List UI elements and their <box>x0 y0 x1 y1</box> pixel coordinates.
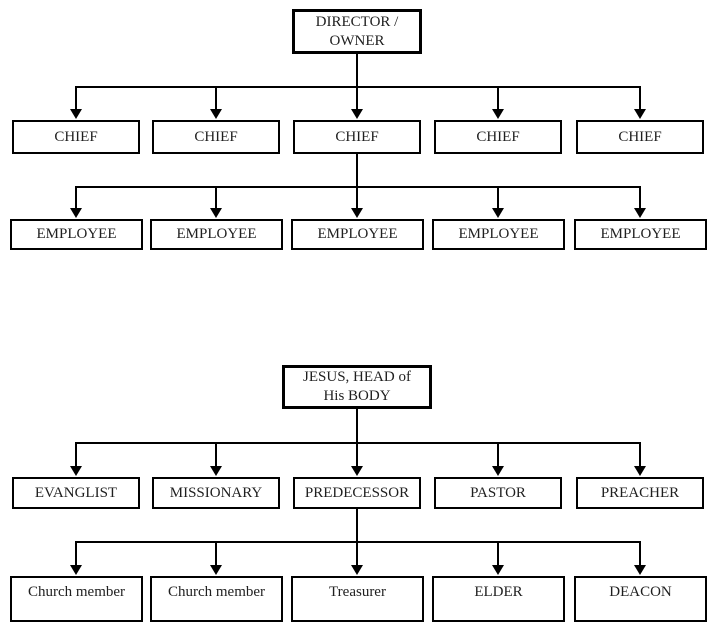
arrowhead-down-icon <box>210 466 222 476</box>
org1-chief-box-3: CHIEF <box>293 120 421 154</box>
arrowhead-down-icon <box>210 208 222 218</box>
org2-ministry-box-3: PREDECESSOR <box>293 477 421 509</box>
org2-ministry-box-2: MISSIONARY <box>152 477 280 509</box>
org1-employee-label-1: EMPLOYEE <box>36 226 117 243</box>
arrowhead-down-icon <box>492 466 504 476</box>
org2-member-box-2: Church member <box>150 576 283 622</box>
org1-tier2-drop-1 <box>75 186 77 208</box>
org1-chief-box-2: CHIEF <box>152 120 280 154</box>
arrowhead-down-icon <box>634 109 646 119</box>
org1-tier1-drop-3 <box>356 86 358 109</box>
org2-ministry-label-1: EVANGLIST <box>34 484 118 501</box>
org1-chief-box-5: CHIEF <box>576 120 704 154</box>
org1-employee-label-3: EMPLOYEE <box>317 226 398 243</box>
org2-member-label-1: Church member <box>27 584 126 600</box>
org2-member-label-4: ELDER <box>474 584 523 600</box>
org1-employee-box-1: EMPLOYEE <box>10 219 143 250</box>
arrowhead-down-icon <box>351 565 363 575</box>
org1-tier2-drop-3 <box>356 186 358 208</box>
arrowhead-down-icon <box>210 565 222 575</box>
arrowhead-down-icon <box>492 208 504 218</box>
org1-chief-label-4: CHIEF <box>476 128 520 145</box>
arrowhead-down-icon <box>351 109 363 119</box>
org1-tier2-drop-5 <box>639 186 641 208</box>
org2-tier2-stem <box>356 509 358 543</box>
org2-root-label-line2: His BODY <box>323 388 391 404</box>
org1-tier1-drop-5 <box>639 86 641 109</box>
arrowhead-down-icon <box>70 466 82 476</box>
org2-tier1-drop-2 <box>215 442 217 466</box>
org2-tier1-drop-1 <box>75 442 77 466</box>
org1-employee-label-2: EMPLOYEE <box>176 226 257 243</box>
org2-member-box-4: ELDER <box>432 576 565 622</box>
org2-ministry-label-5: PREACHER <box>600 484 680 501</box>
org1-root-label-line2: OWNER <box>329 32 385 49</box>
arrowhead-down-icon <box>351 466 363 476</box>
org2-tier1-stem <box>356 409 358 444</box>
org2-member-label-3: Treasurer <box>329 584 386 600</box>
org2-member-box-1: Church member <box>10 576 143 622</box>
org2-root-label-line1: JESUS, HEAD of <box>303 369 411 386</box>
org2-tier2-rail <box>75 541 641 543</box>
org2-ministry-box-5: PREACHER <box>576 477 704 509</box>
org2-ministry-box-1: EVANGLIST <box>12 477 140 509</box>
org1-tier1-drop-4 <box>497 86 499 109</box>
org1-employee-box-2: EMPLOYEE <box>150 219 283 250</box>
arrowhead-down-icon <box>634 466 646 476</box>
org2-root-box: JESUS, HEAD of His BODY <box>282 365 432 409</box>
org1-chief-label-1: CHIEF <box>54 128 98 145</box>
org1-employee-label-5: EMPLOYEE <box>600 226 681 243</box>
org2-tier2-drop-1 <box>75 541 77 565</box>
org2-tier2-drop-5 <box>639 541 641 565</box>
arrowhead-down-icon <box>492 109 504 119</box>
arrowhead-down-icon <box>634 208 646 218</box>
org2-tier1-drop-3 <box>356 442 358 466</box>
org2-tier1-drop-4 <box>497 442 499 466</box>
org2-ministry-label-2: MISSIONARY <box>169 484 263 501</box>
org2-ministry-box-4: PASTOR <box>434 477 562 509</box>
org2-member-box-5: DEACON <box>574 576 707 622</box>
org1-tier2-drop-4 <box>497 186 499 208</box>
org2-ministry-label-3: PREDECESSOR <box>304 484 410 501</box>
org1-tier1-rail <box>75 86 641 88</box>
org1-tier1-stem <box>356 54 358 88</box>
org2-tier1-drop-5 <box>639 442 641 466</box>
org2-member-label-2: Church member <box>167 584 266 600</box>
org1-employee-box-3: EMPLOYEE <box>291 219 424 250</box>
org1-employee-box-5: EMPLOYEE <box>574 219 707 250</box>
org2-tier2-drop-2 <box>215 541 217 565</box>
org2-tier1-rail <box>75 442 641 444</box>
org2-tier2-drop-4 <box>497 541 499 565</box>
org2-member-box-3: Treasurer <box>291 576 424 622</box>
org1-tier1-drop-2 <box>215 86 217 109</box>
org1-chief-box-4: CHIEF <box>434 120 562 154</box>
arrowhead-down-icon <box>70 208 82 218</box>
org1-chief-label-2: CHIEF <box>194 128 238 145</box>
org2-member-label-5: DEACON <box>609 584 672 600</box>
arrowhead-down-icon <box>210 109 222 119</box>
org1-employee-box-4: EMPLOYEE <box>432 219 565 250</box>
org1-chief-box-1: CHIEF <box>12 120 140 154</box>
arrowhead-down-icon <box>634 565 646 575</box>
org1-employee-label-4: EMPLOYEE <box>458 226 539 243</box>
org1-tier2-rail <box>75 186 641 188</box>
arrowhead-down-icon <box>351 208 363 218</box>
org1-root-label-line1: DIRECTOR / <box>315 13 399 30</box>
org1-tier2-stem <box>356 154 358 188</box>
org1-chief-label-3: CHIEF <box>335 128 379 145</box>
org1-tier1-drop-1 <box>75 86 77 109</box>
arrowhead-down-icon <box>70 565 82 575</box>
org1-tier2-drop-2 <box>215 186 217 208</box>
org1-chief-label-5: CHIEF <box>618 128 662 145</box>
arrowhead-down-icon <box>492 565 504 575</box>
arrowhead-down-icon <box>70 109 82 119</box>
org1-root-box: DIRECTOR / OWNER <box>292 9 422 54</box>
org2-ministry-label-4: PASTOR <box>470 484 526 501</box>
org2-tier2-drop-3 <box>356 541 358 565</box>
